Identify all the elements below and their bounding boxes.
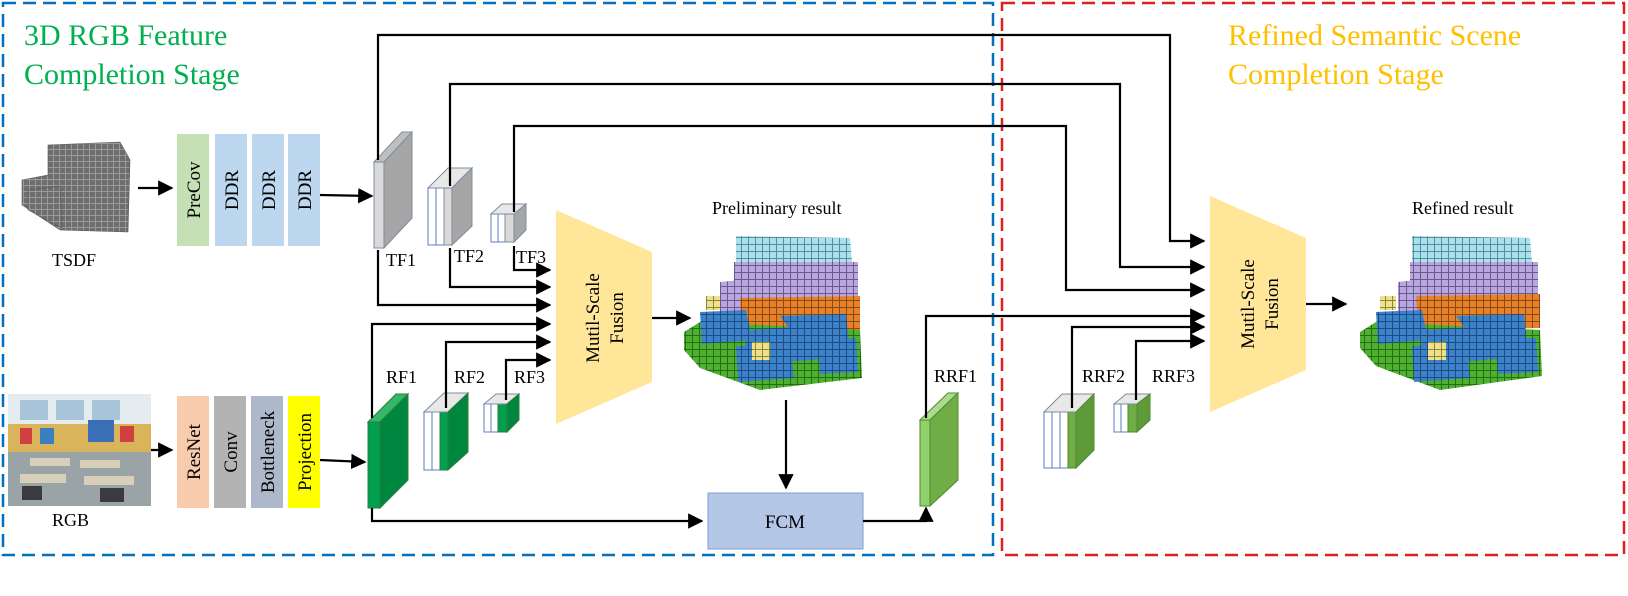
ddr-block-2 [252, 134, 284, 246]
tf2-long-skip [448, 82, 1206, 275]
rrf3-to-fusion2 [1134, 333, 1206, 400]
resnet-label: ResNet [184, 423, 205, 480]
fcm-to-rrf1-arrow [863, 506, 934, 523]
rrf2-label: RRF2 [1082, 366, 1125, 386]
tf2-feature [426, 166, 474, 247]
stage1-frame [1, 1, 995, 557]
conv-block [214, 396, 246, 508]
precov-block [177, 134, 209, 246]
rrf2-to-fusion2 [1070, 319, 1206, 408]
svg-text:Mutil-Scale: Mutil-Scale [1238, 259, 1259, 349]
tf-features [372, 130, 528, 250]
tsdf-branch: PreCov DDR DDR DDR [177, 134, 320, 246]
rf1-to-fcm-arrow [370, 508, 704, 529]
preliminary-result-scene [684, 236, 862, 390]
rf2-label: RF2 [454, 367, 485, 387]
tsdf-label: TSDF [52, 250, 96, 270]
projection-block [288, 396, 320, 508]
rf2-feature [422, 391, 470, 472]
rgb-label: RGB [52, 510, 89, 530]
rgb-branch: ResNet Conv Bottleneck Projection [177, 396, 320, 508]
rf2-skip-to-fusion1 [444, 334, 552, 408]
ddr-label-2: DDR [259, 170, 280, 210]
rrf1-feature [918, 391, 960, 508]
rf1-feature [366, 392, 410, 510]
ddr-to-tf1-arrow [319, 188, 374, 204]
rrf1-to-fusion2 [924, 308, 1206, 418]
rrf2-feature [1042, 392, 1096, 470]
rf-features [366, 391, 521, 510]
fusion-1-label: Mutil-Scale Fusion [583, 273, 628, 363]
stage1-title-line1: 3D RGB Feature [24, 19, 227, 52]
rrf3-feature [1112, 392, 1152, 434]
stage2-title-line1: Refined Semantic Scene [1228, 19, 1521, 52]
tf1-label: TF1 [386, 250, 416, 270]
fcm-block [707, 492, 864, 550]
tf1-skip-to-fusion1 [376, 250, 552, 313]
refined-result-label: Refined result [1412, 198, 1513, 218]
fusion-module-1 [556, 210, 652, 424]
tf1-feature [372, 130, 414, 250]
bottleneck-label: Bottleneck [258, 410, 279, 493]
rf1-label: RF1 [386, 367, 417, 387]
rrf-features [918, 391, 1152, 508]
fcm-label: FCM [765, 512, 805, 533]
tf2-label: TF2 [454, 246, 484, 266]
bottleneck-block [251, 396, 283, 508]
rf3-feature [482, 392, 521, 434]
tf3-long-skip [512, 124, 1206, 298]
resnet-block [177, 396, 209, 508]
svg-text:Mutil-Scale: Mutil-Scale [583, 273, 604, 363]
rf3-skip-to-fusion1 [504, 352, 552, 400]
fusion-module-2 [1210, 196, 1306, 412]
tf2-skip-to-fusion1 [448, 248, 552, 295]
tsdf-voxel-image [21, 141, 131, 233]
ddr-label-3: DDR [295, 170, 316, 210]
rf3-label: RF3 [514, 367, 545, 387]
svg-text:Fusion: Fusion [607, 292, 628, 344]
precov-label: PreCov [184, 161, 205, 219]
tf1-long-skip [376, 33, 1206, 249]
fusion-2-label: Mutil-Scale Fusion [1238, 259, 1283, 349]
stage2-frame [1000, 1, 1626, 557]
stage2-title-line2: Completion Stage [1228, 58, 1444, 91]
svg-text:Fusion: Fusion [1262, 278, 1283, 330]
rrf3-label: RRF3 [1152, 366, 1195, 386]
projection-label: Projection [295, 412, 316, 491]
projection-to-rf1-arrow [319, 453, 367, 470]
preliminary-result-label: Preliminary result [712, 198, 841, 218]
tf3-feature [489, 202, 528, 244]
tf3-label: TF3 [516, 247, 546, 267]
rf1-skip-to-fusion1 [370, 316, 552, 418]
rrf1-label: RRF1 [934, 366, 977, 386]
ddr-label-1: DDR [222, 170, 243, 210]
tf3-skip-to-fusion1 [512, 246, 552, 278]
stage1-title-line2: Completion Stage [24, 58, 240, 91]
rgb-photo [8, 394, 151, 506]
ddr-block-1 [215, 134, 247, 246]
conv-label: Conv [221, 431, 242, 473]
refined-result-scene [1360, 236, 1542, 390]
ddr-block-3 [288, 134, 320, 246]
